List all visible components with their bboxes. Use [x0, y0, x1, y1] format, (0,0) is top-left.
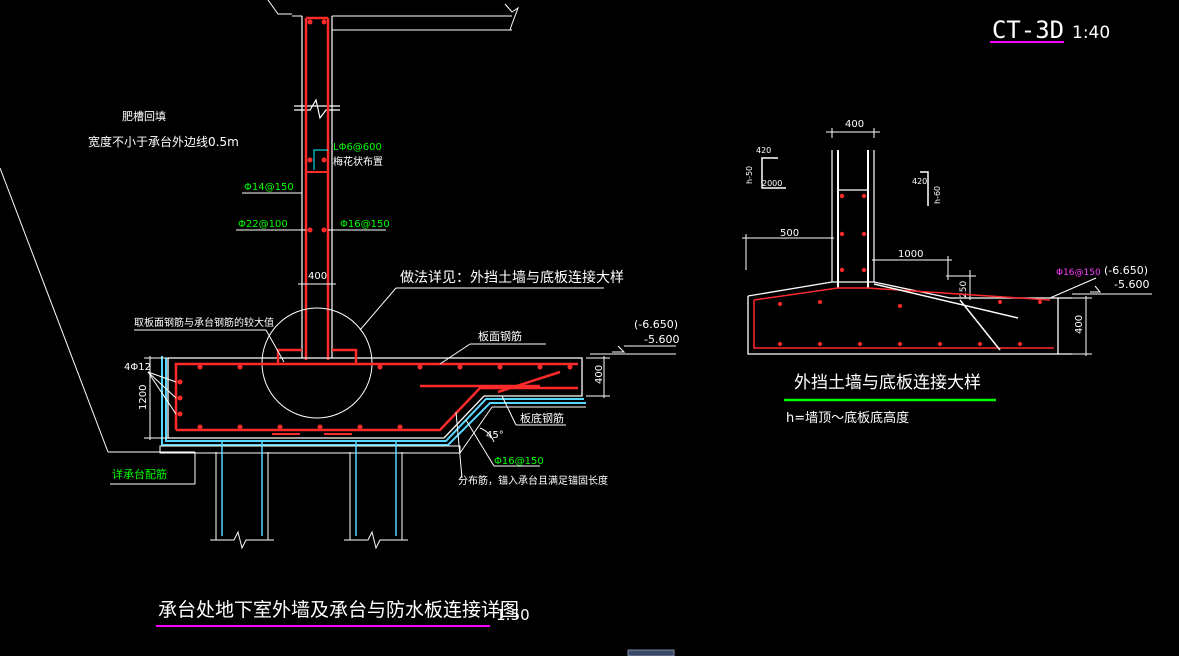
top-bar-note-leader-2 — [265, 329, 285, 363]
dist-bar-leader — [455, 411, 463, 479]
callout-text: 做法详见：外挡土墙与底板连接大样 — [400, 269, 624, 286]
cap-height-dim — [144, 356, 168, 440]
enl-wall-rebar-dots — [839, 193, 867, 273]
cap-rebar — [174, 348, 578, 432]
dist-bar-note: 分布筋，锚入承台且满足锚固长度 — [458, 474, 608, 487]
enl-slab-rebar — [753, 287, 1054, 349]
slab-top-bar-label: 板面钢筋 — [478, 329, 522, 343]
slab-bottom-bar-label: 板底钢筋 — [520, 411, 564, 425]
enlarged-detail: 400 420 h-50 2000 420 h-60 500 — [742, 119, 1152, 426]
cushion-slope — [459, 406, 493, 454]
enl-wall-rebar — [837, 150, 869, 288]
enl-hook-2 — [920, 171, 929, 206]
pile-right-rebar — [355, 440, 397, 536]
enl-slab-dots — [778, 300, 1042, 346]
cap-reinf-note: 详承台配筋 — [112, 467, 167, 481]
enl-level-1: (-6.650) — [1104, 264, 1148, 277]
retaining-wall — [294, 16, 340, 358]
cap-rebar-dots — [177, 364, 573, 430]
enl-slab-dim-label: 400 — [1074, 315, 1085, 334]
enl-wall-width: 400 — [845, 119, 864, 130]
slope-bar-leader — [465, 419, 495, 467]
sheet-code: CT-3D — [992, 16, 1064, 44]
enl-hook-1-h: h-50 — [745, 166, 754, 184]
enl-rebar-label: Φ16@150 — [1056, 268, 1101, 278]
slab-top-bar-leader — [439, 343, 471, 365]
tie-bar-leader — [313, 149, 328, 170]
wall-rebar-dots — [307, 19, 327, 233]
backfill-note-1: 肥槽回填 — [122, 109, 166, 123]
enl-hook-2-top: 420 — [912, 177, 927, 186]
cap-height-label: 1200 — [138, 385, 149, 410]
main-detail: 肥槽回填 宽度不小于承台外边线0.5m LΦ6@600 梅花状布置 Φ14@15… — [0, 0, 679, 627]
wall-rebar — [304, 16, 330, 360]
top-slab — [267, 0, 520, 31]
pile-left — [210, 452, 274, 550]
side-bars-leader — [147, 371, 177, 415]
enl-dim-500-label: 500 — [780, 228, 799, 239]
slope-arc — [479, 427, 495, 443]
rebar-label-b: Φ22@100 — [238, 219, 288, 230]
rebar-label-c: Φ16@150 — [340, 219, 390, 230]
enl-dim-1000-label: 1000 — [898, 249, 923, 260]
main-level-marker — [612, 345, 626, 353]
pile-right — [344, 452, 408, 550]
wall-width-label: 400 — [308, 271, 327, 282]
backfill-note-2: 宽度不小于承台外边线0.5m — [88, 134, 239, 149]
enl-detail-title: 外挡土墙与底板连接大样 — [794, 373, 981, 393]
slope-bar-label: Φ16@150 — [494, 456, 544, 467]
enl-hook-1-len: 2000 — [762, 179, 782, 188]
enl-dim-500 — [742, 234, 834, 244]
tie-bar-note: 梅花状布置 — [333, 155, 383, 168]
pile-left-rebar — [221, 440, 263, 536]
enl-haunch-bars — [873, 283, 1019, 351]
scroll-tab[interactable] — [627, 649, 675, 656]
sheet-title-block: CT-3D 1:40 — [990, 16, 1110, 44]
enl-wall-dim — [826, 128, 880, 138]
enl-hook-1-top: 420 — [756, 146, 771, 155]
main-detail-title: 承台处地下室外墙及承台与防水板连接详图 — [158, 599, 519, 621]
enl-level-marker — [1090, 285, 1102, 293]
main-slab-dim-label: 400 — [594, 365, 605, 384]
enl-hook-1 — [761, 157, 786, 189]
main-level-1: (-6.650) — [634, 318, 678, 331]
waterproof-layer — [161, 356, 586, 446]
callout-leader — [359, 287, 397, 331]
slab-bottom-bar-leader — [501, 395, 517, 426]
enl-rebar-leader — [1049, 277, 1097, 299]
tie-bar-label: LΦ6@600 — [333, 142, 382, 153]
slope-angle: 45° — [486, 430, 504, 441]
enl-level-2: -5.600 — [1114, 278, 1149, 291]
main-slab-dim — [586, 356, 610, 398]
side-bars-label: 4Φ12 — [124, 362, 151, 373]
enl-hook-2-h: h-60 — [933, 186, 942, 204]
main-level-2: -5.600 — [644, 333, 679, 346]
wall-width-dim — [298, 280, 336, 290]
enl-slab — [747, 281, 1072, 355]
rebar-label-a: Φ14@150 — [244, 182, 294, 193]
cushion-layer — [159, 445, 461, 454]
sheet-scale: 1:40 — [1072, 23, 1110, 43]
top-bar-note: 取板面钢筋与承台钢筋的较大值 — [134, 316, 274, 329]
enl-detail-legend: h=墙顶～底板底高度 — [786, 410, 909, 426]
main-detail-scale: 1:50 — [496, 606, 530, 624]
enl-slab-dim — [1072, 296, 1092, 356]
excavation-line — [0, 167, 109, 453]
enl-dim-250-label: 250 — [959, 281, 969, 298]
